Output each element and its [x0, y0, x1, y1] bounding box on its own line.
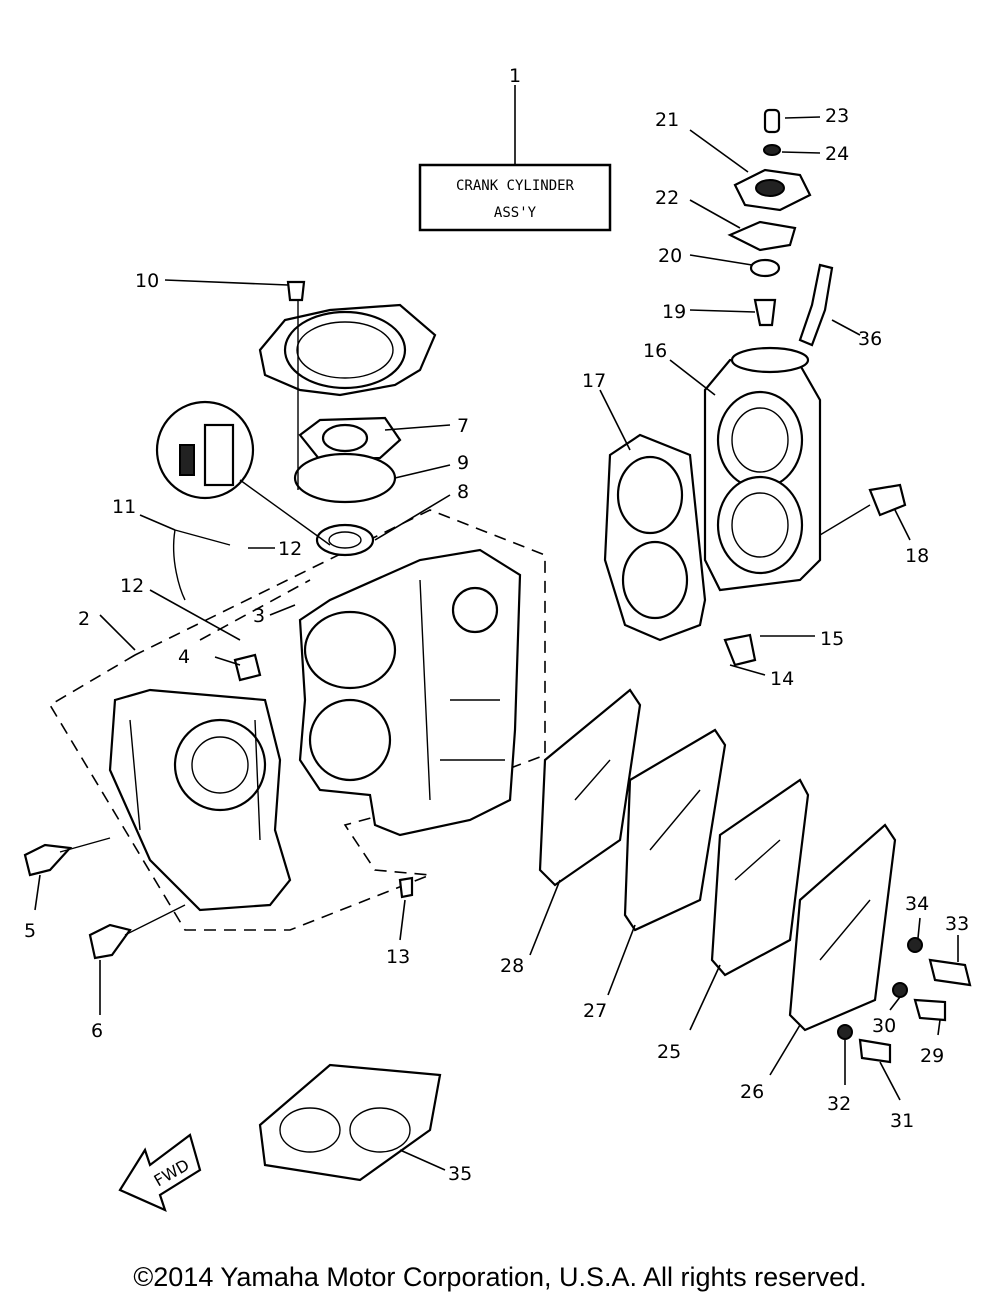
callout-27: 27: [583, 1000, 607, 1022]
crankcase-half: [108, 688, 292, 912]
assembly-outline: [48, 509, 546, 931]
assembly-label-line1: CRANK CYLINDER: [456, 178, 575, 194]
callout-28: 28: [500, 955, 524, 977]
callout-1: 1: [509, 65, 521, 87]
callout-32: 32: [827, 1093, 851, 1115]
bottom-gasket: [258, 1063, 446, 1182]
bolts: [23, 280, 972, 1064]
callout-3: 3: [253, 605, 265, 627]
head-gasket: [603, 433, 707, 642]
callout-10: 10: [135, 270, 159, 292]
callout-34: 34: [905, 893, 929, 915]
callout-24: 24: [825, 143, 849, 165]
callout-13: 13: [386, 946, 410, 968]
callout-36: 36: [858, 328, 882, 350]
callout-29: 29: [920, 1045, 944, 1067]
callout-4: 4: [178, 646, 190, 668]
leader-lines: [34, 116, 959, 1101]
callout-23: 23: [825, 105, 849, 127]
assembly-label-box: CRANK CYLINDER ASS'Y: [418, 85, 612, 232]
callout-8: 8: [457, 481, 469, 503]
callout-31: 31: [890, 1110, 914, 1132]
oil-seal-housing: [258, 300, 437, 557]
callout-16: 16: [643, 340, 667, 362]
copyright-notice: ©2014 Yamaha Motor Corporation, U.S.A. A…: [133, 1262, 867, 1292]
callout-6: 6: [91, 1020, 103, 1042]
exhaust-covers: [538, 688, 897, 1032]
callout-30: 30: [872, 1015, 896, 1037]
cylinder-head: [703, 346, 822, 592]
callout-5: 5: [24, 920, 36, 942]
callout-15: 15: [820, 628, 844, 650]
callout-9: 9: [457, 452, 469, 474]
detail-magnifier: [155, 400, 331, 546]
exploded-parts-diagram: CRANK CYLINDER ASS'Y: [23, 65, 972, 1213]
callout-11: 11: [112, 496, 136, 518]
callout-25: 25: [657, 1041, 681, 1063]
cylinder-block: [298, 548, 522, 837]
callout-17: 17: [582, 370, 606, 392]
callout-12b: 12: [120, 575, 144, 597]
callout-18: 18: [905, 545, 929, 567]
callout-12a: 12: [278, 538, 302, 560]
callout-22: 22: [655, 187, 679, 209]
callout-numbers: 1 2 3 4 5 6 7 8 9 10 11 12 12 13 14 15 1…: [24, 65, 969, 1185]
callout-14: 14: [770, 668, 794, 690]
assembly-label-line2: ASS'Y: [494, 205, 537, 221]
callout-7: 7: [457, 415, 469, 437]
callout-21: 21: [655, 109, 679, 131]
spark-plug: [798, 263, 834, 347]
callout-2: 2: [78, 608, 90, 630]
callout-35: 35: [448, 1163, 472, 1185]
callout-20: 20: [658, 245, 682, 267]
thermostat-stack: [727, 108, 812, 327]
callout-33: 33: [945, 913, 969, 935]
forward-arrow: FWD: [118, 1133, 202, 1213]
callout-19: 19: [662, 301, 686, 323]
callout-26: 26: [740, 1081, 764, 1103]
